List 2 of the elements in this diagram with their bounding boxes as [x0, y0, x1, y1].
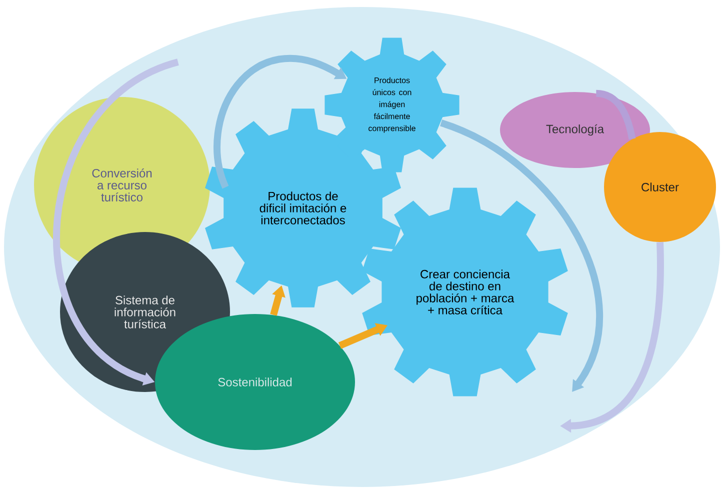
node-label: Productos de dificil imitación e interconectados — [260, 192, 346, 224]
connector-line — [596, 90, 636, 140]
